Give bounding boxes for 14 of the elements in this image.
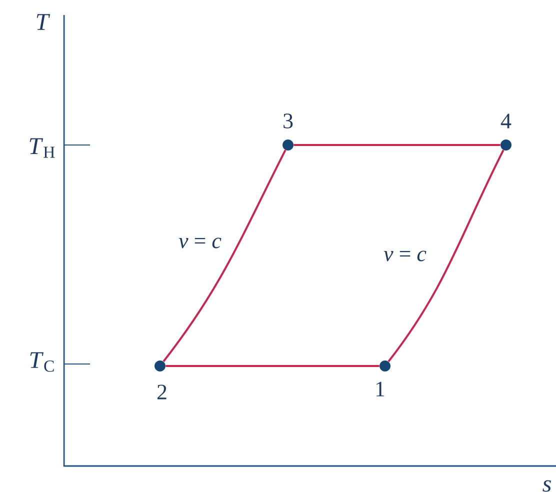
process-line (166, 365, 380, 367)
point-label: 4 (500, 114, 512, 128)
edge-label: v = c (178, 236, 222, 250)
process-line (388, 150, 504, 362)
point-label: 1 (376, 382, 384, 396)
process-line (162, 150, 286, 362)
axis-label: T$_{C}$ (30, 352, 54, 372)
point-label: 2 (157, 384, 166, 400)
edge-label: v = c (382, 250, 428, 262)
axis-label: T$_{H}$ (30, 138, 55, 158)
axis-label: s (542, 480, 551, 492)
axis-label: T (36, 14, 50, 30)
point-label: 3 (284, 114, 293, 128)
process-line (294, 144, 500, 146)
